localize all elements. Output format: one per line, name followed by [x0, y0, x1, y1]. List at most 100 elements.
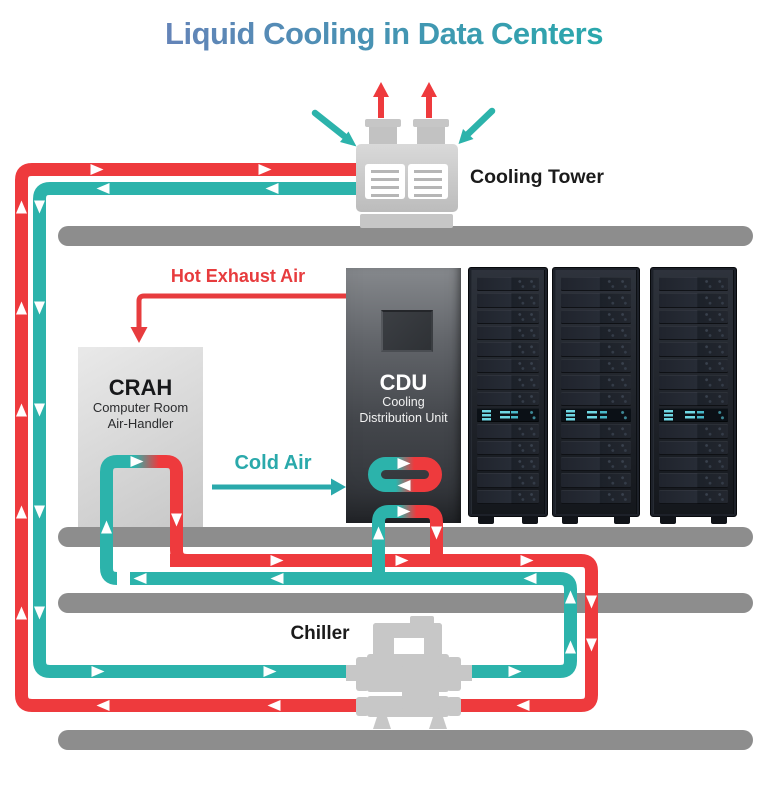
server-rack — [650, 267, 737, 524]
flow-arrow — [34, 606, 45, 620]
flow-arrow — [520, 555, 534, 566]
cold-air-label: Cold Air — [234, 452, 312, 474]
flow-arrow — [34, 505, 45, 519]
cdu-subtitle-line2: Distribution Unit — [359, 411, 448, 425]
rack-led-panel — [477, 407, 539, 423]
rack-led-panel — [561, 407, 631, 423]
flow-arrow — [16, 606, 27, 620]
server-rack — [468, 267, 548, 524]
chiller-endcap — [356, 697, 369, 716]
tower-louver-panel — [408, 164, 448, 199]
tower-vent — [369, 127, 397, 146]
flow-arrow — [523, 573, 537, 584]
hot-exhaust-arrow — [130, 293, 346, 343]
rack-server-slot — [561, 391, 631, 406]
cdu-screen — [381, 310, 433, 352]
tower-exhaust-arrows — [373, 82, 437, 118]
rack-server-slot — [659, 473, 728, 488]
rack-server-slot — [561, 456, 631, 472]
rack-server-slot — [561, 489, 631, 505]
chiller-port — [346, 665, 357, 681]
rack-server-slot — [477, 424, 539, 439]
rack-server-slot — [561, 293, 631, 308]
rack-server-slot — [477, 309, 539, 325]
flow-arrow — [270, 573, 284, 584]
flow-arrow — [90, 164, 104, 175]
rack-server-slot — [561, 424, 631, 439]
rack-server-slot — [561, 277, 631, 292]
rack-server-slot — [561, 326, 631, 341]
flow-arrow — [508, 666, 522, 677]
rack-server-slot — [477, 293, 539, 308]
crah-title: CRAH — [108, 375, 173, 400]
floor-bar-datacenter — [58, 527, 753, 547]
rack-server-slot — [659, 358, 728, 374]
rack-server-slot — [477, 456, 539, 472]
rack-server-slot — [659, 440, 728, 455]
chiller-panel — [402, 666, 439, 709]
rack-server-slot — [659, 309, 728, 325]
chiller-label: Chiller — [290, 623, 350, 644]
tower-base — [360, 214, 453, 228]
rack-server-slot — [659, 489, 728, 505]
rack-server-slot — [659, 375, 728, 390]
chiller-handle — [410, 616, 434, 625]
rack-server-slot — [477, 473, 539, 488]
floor-bar-mid — [58, 593, 753, 613]
cold-air-arrow — [212, 478, 346, 496]
rack-server-slot — [477, 358, 539, 374]
rack-server-slot — [659, 391, 728, 406]
tower-louver-panel — [365, 164, 405, 199]
flow-arrow — [96, 183, 110, 194]
flow-arrow — [96, 700, 110, 711]
flow-arrow — [265, 183, 279, 194]
rack-server-slot — [477, 375, 539, 390]
tower-vent-cap — [365, 119, 401, 127]
hot-exhaust-air-label: Hot Exhaust Air — [170, 266, 306, 286]
flow-arrow — [34, 403, 45, 417]
floor-bar-bottom — [58, 730, 753, 750]
flow-arrow — [91, 666, 105, 677]
cdu-subtitle-line1: Cooling — [382, 395, 425, 409]
rack-server-slot — [659, 424, 728, 439]
chiller-port — [460, 665, 472, 681]
cooling-tower-label: Cooling Tower — [470, 166, 604, 188]
rack-server-slot — [561, 358, 631, 374]
rack-server-slot — [561, 342, 631, 357]
crah-subtitle-line2: Air-Handler — [107, 416, 174, 431]
chiller-foot — [373, 717, 391, 729]
flow-arrow — [270, 555, 284, 566]
flow-arrow — [267, 700, 281, 711]
flow-arrow — [516, 700, 530, 711]
rack-server-slot — [659, 456, 728, 472]
rack-server-slot — [477, 440, 539, 455]
floor-bar-top — [58, 226, 753, 246]
flow-arrow — [34, 200, 45, 214]
server-rack — [552, 267, 640, 524]
flow-arrow — [395, 555, 409, 566]
flow-arrow — [16, 505, 27, 519]
page-title: Liquid Cooling in Data Centers — [0, 16, 768, 52]
rack-server-slot — [659, 293, 728, 308]
rack-server-slot — [561, 375, 631, 390]
rack-server-slot — [659, 277, 728, 292]
chiller-endcap — [356, 657, 369, 691]
chiller-foot — [429, 717, 447, 729]
rack-server-slot — [561, 309, 631, 325]
tower-vent-cap — [413, 119, 449, 127]
rack-server-slot — [561, 440, 631, 455]
cooling-tower-icon — [356, 115, 458, 228]
crah-unit: CRAH Computer Room Air-Handler — [78, 347, 203, 527]
chiller-endcap — [447, 697, 461, 716]
rack-server-slot — [477, 277, 539, 292]
rack-server-slot — [477, 342, 539, 357]
tower-vent — [417, 127, 445, 146]
cdu-unit: CDU Cooling Distribution Unit — [346, 268, 461, 523]
rack-server-slot — [477, 489, 539, 505]
chiller-endcap — [447, 657, 461, 691]
rack-server-slot — [561, 473, 631, 488]
rack-server-slot — [477, 326, 539, 341]
rack-led-panel — [659, 407, 728, 423]
flow-arrow — [16, 301, 27, 315]
